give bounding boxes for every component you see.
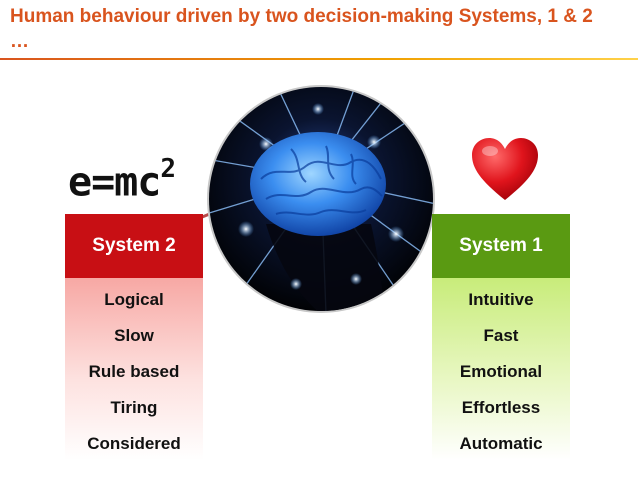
equation-label: e=mc2 [68,154,176,206]
system-2-trait: Logical [104,290,164,309]
slide-title: Human behaviour driven by two decision-m… [10,6,593,52]
system-1-trait: Fast [483,326,519,345]
system-2-body: Logical Slow Rule based Tiring Considere… [65,278,203,460]
system-2-trait: Considered [87,434,181,453]
system-1-trait: Automatic [459,434,543,453]
system-2-header: System 2 [65,214,203,278]
system-1-header: System 1 [432,214,570,278]
system-1-traits: Intuitive Fast Emotional Effortless Auto… [432,278,570,462]
brain-icon [206,84,436,314]
system-2-panel: System 2 Logical Slow Rule based Tiring … [65,214,203,460]
system-2-trait: Rule based [88,362,180,381]
system-1-trait: Effortless [461,398,541,417]
equation-base: e=mc [68,159,161,206]
system-2-trait: Slow [114,326,154,345]
system-1-trait: Emotional [459,362,543,381]
heart-icon [470,136,540,202]
system-1-trait: Intuitive [468,290,534,309]
system-1-body: Intuitive Fast Emotional Effortless Auto… [432,278,570,460]
system-1-panel: System 1 Intuitive Fast Emotional Effort… [432,214,570,460]
title-underline [0,58,638,60]
equation-exponent: 2 [160,154,176,184]
system-2-trait: Tiring [110,398,158,417]
system-2-traits: Logical Slow Rule based Tiring Considere… [65,278,203,462]
